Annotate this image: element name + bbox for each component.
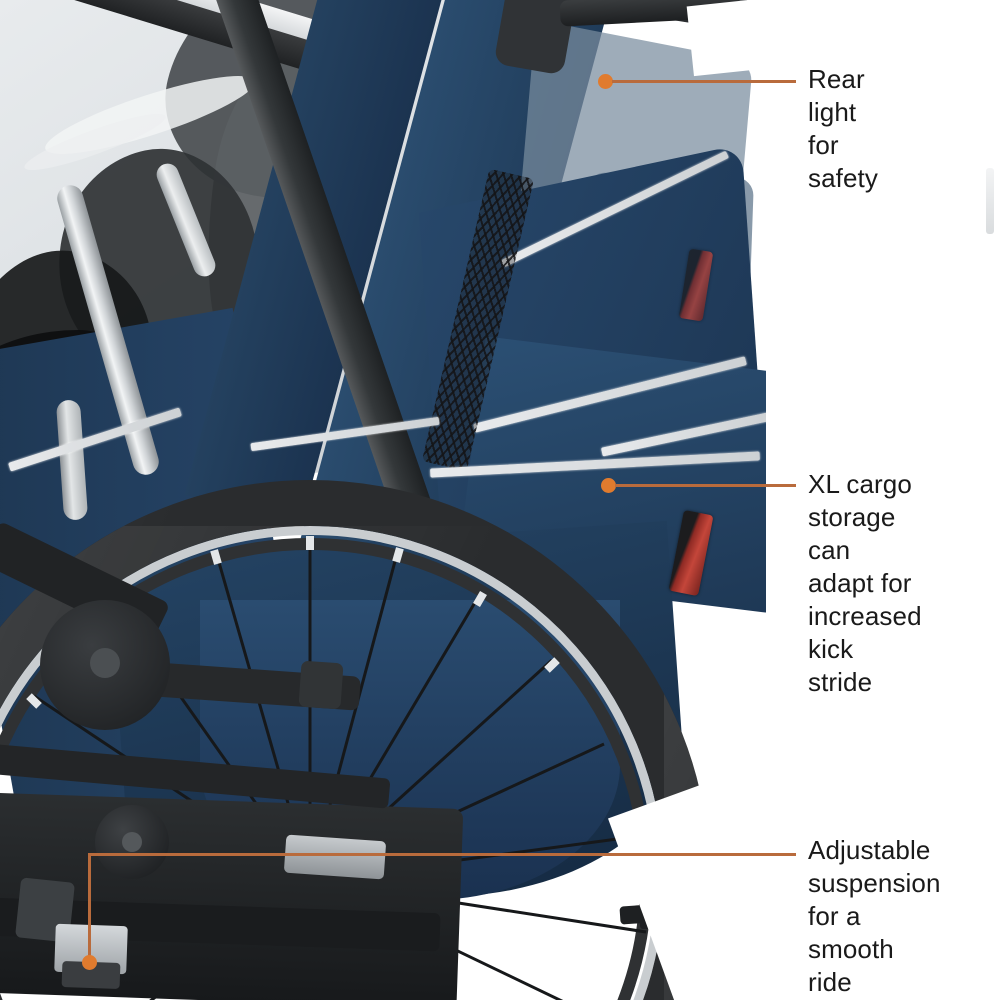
callout-leader-line-rear-light [612,80,796,83]
callout-label-xl-cargo-storage: XL cargo storage can adapt for increased… [808,469,922,697]
suspension-damper [283,834,387,880]
callout-leader-line-xl-cargo-storage [615,484,796,487]
hub-housing-cap [90,648,120,678]
callout-leader-line-adjustable-suspension [90,853,796,856]
suspension-pivot-cap [122,832,142,852]
callout-dot-xl-cargo-storage [601,478,616,493]
frame-edge-sliver [986,168,994,234]
callout-dot-adjustable-suspension [82,955,97,970]
callout-label-rear-light: Rear light for safety [808,64,878,193]
background-mask [700,620,1000,1000]
callout-leader-elbow-adjustable-suspension [88,853,91,963]
strap-buckle [298,660,344,710]
callout-label-adjustable-suspension: Adjustable suspension for a smooth ride [808,835,941,997]
callout-dot-rear-light [598,74,613,89]
